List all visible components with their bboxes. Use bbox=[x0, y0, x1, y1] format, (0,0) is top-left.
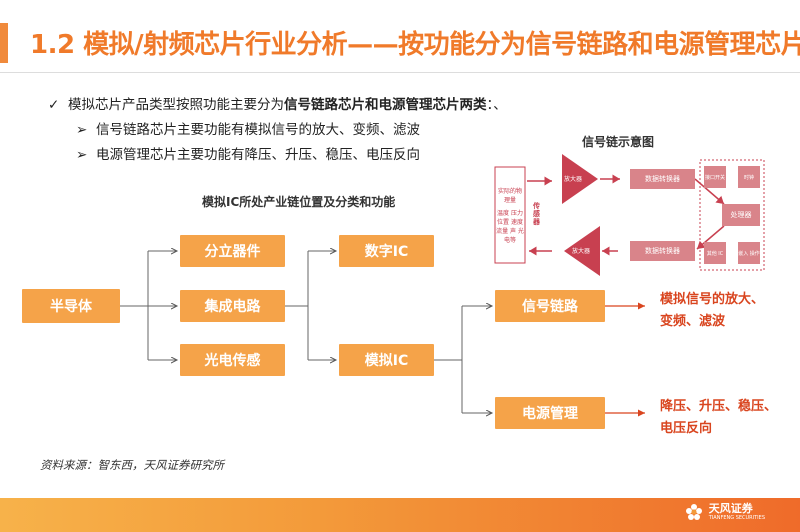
node-integrated-circuit: 集成电路 bbox=[180, 290, 285, 322]
signal-function-line-1: 模拟信号的放大、 bbox=[660, 292, 765, 307]
node-analog-ic: 模拟IC bbox=[339, 344, 434, 376]
logo-text: 天风证券 bbox=[708, 502, 753, 515]
node-optoelectronic: 光电传感 bbox=[180, 344, 285, 376]
amplifier-triangle-top bbox=[562, 154, 598, 204]
node-signal-chain: 信号链路 bbox=[495, 290, 605, 322]
node-semiconductor: 半导体 bbox=[22, 289, 120, 323]
physical-quantity-label: 实际的物理量 bbox=[497, 188, 522, 204]
side-box-1: 接口开关 bbox=[704, 166, 726, 188]
side-box-3: 其他 IC bbox=[704, 242, 726, 264]
node-discrete-devices: 分立器件 bbox=[180, 235, 285, 267]
physical-quantity-box: 实际的物理量 温度 压力 位置 速度 流量 声 光 电等 bbox=[496, 168, 524, 262]
node-digital-ic: 数字IC bbox=[339, 235, 434, 267]
flower-logo-icon bbox=[685, 504, 702, 520]
source-note: 资料来源：智东西，天风证券研究所 bbox=[40, 458, 224, 472]
power-function-line-2: 电压反向 bbox=[660, 421, 713, 436]
amp-label-top: 放大器 bbox=[564, 176, 583, 183]
bullet-sub-2: ➢ 电源管理芯片主要功能有降压、升压、稳压、电压反向 bbox=[48, 143, 507, 168]
side-box-2: 时钟 bbox=[738, 166, 760, 188]
bullet-sub-1: ➢ 信号链路芯片主要功能有模拟信号的放大、变频、滤波 bbox=[48, 118, 507, 143]
bullet-list: ✓ 模拟芯片产品类型按照功能主要分为信号链路芯片和电源管理芯片两类：、 ➢ 信号链路… bbox=[48, 93, 507, 168]
power-function-line-1: 降压、升压、稳压、 bbox=[660, 399, 778, 414]
bullet-main-bold: 信号链路芯片和电源管理芯片两类 bbox=[284, 97, 487, 113]
sensor-label: 传感器 bbox=[533, 202, 540, 226]
checkmark-icon: ✓ bbox=[48, 97, 60, 113]
title-accent-bar bbox=[0, 23, 8, 63]
physical-quantity-items: 温度 压力 位置 速度 流量 声 光 电等 bbox=[496, 210, 524, 244]
amp-label-bottom: 放大器 bbox=[572, 248, 591, 255]
page-title: 1.2 模拟/射频芯片行业分析——按功能分为信号链路和电源管理芯片 bbox=[30, 30, 800, 60]
signal-function-line-2: 变频、滤波 bbox=[660, 314, 726, 329]
side-box-4: 嵌入 操作 bbox=[738, 242, 760, 264]
power-management-functions: 降压、升压、稳压、 电压反向 bbox=[660, 396, 777, 440]
bullet-main-text: 模拟芯片产品类型按照功能主要分为 bbox=[68, 97, 284, 113]
logo-subtext: TIANFENG SECURITIES bbox=[708, 515, 765, 521]
converter-box-top: 数据转换器 bbox=[630, 169, 695, 189]
signal-chain-functions: 模拟信号的放大、 变频、滤波 bbox=[660, 289, 764, 333]
bullet-main-suffix: ：、 bbox=[486, 97, 507, 113]
title-divider bbox=[0, 72, 800, 73]
bullet-main: ✓ 模拟芯片产品类型按照功能主要分为信号链路芯片和电源管理芯片两类：、 bbox=[48, 93, 507, 118]
node-power-management: 电源管理 bbox=[495, 397, 605, 429]
converter-box-bottom: 数据转换器 bbox=[630, 241, 695, 261]
amplifier-triangle-bottom bbox=[564, 226, 600, 276]
bullet-sub-2-text: 电源管理芯片主要功能有降压、升压、稳压、电压反向 bbox=[96, 147, 420, 163]
footer-bar: 天风证券 TIANFENG SECURITIES bbox=[0, 498, 800, 532]
signal-diagram-title: 信号链示意图 bbox=[582, 135, 655, 149]
bullet-sub-1-text: 信号链路芯片主要功能有模拟信号的放大、变频、滤波 bbox=[96, 122, 420, 138]
processor-box: 处理器 bbox=[722, 204, 760, 226]
arrow-bullet-icon: ➢ bbox=[76, 147, 88, 163]
signal-chain-diagram: 实际的物理量 温度 压力 位置 速度 流量 声 光 电等 传感器 放大器 放大器… bbox=[490, 154, 775, 276]
tree-caption: 模拟IC所处产业链位置及分类和功能 bbox=[202, 195, 396, 209]
company-logo: 天风证券 TIANFENG SECURITIES bbox=[685, 503, 765, 521]
arrow-bullet-icon: ➢ bbox=[76, 122, 88, 138]
